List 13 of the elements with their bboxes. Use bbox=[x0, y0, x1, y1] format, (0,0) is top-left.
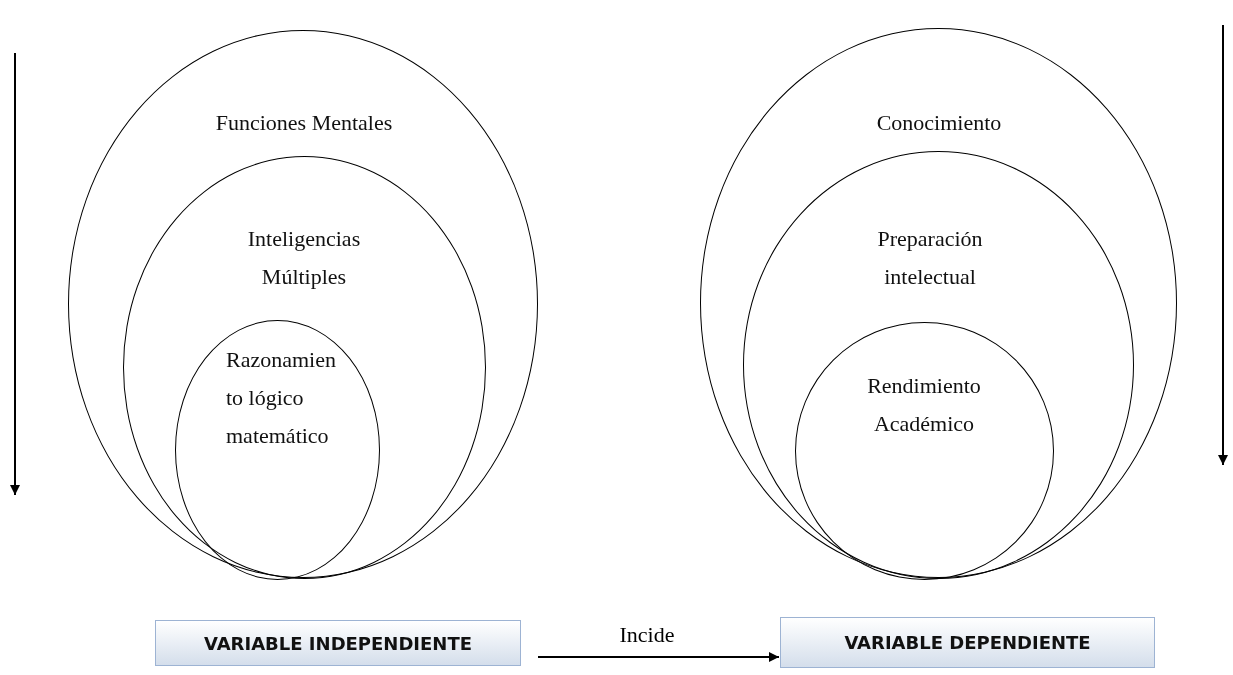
arrow bbox=[537, 652, 780, 662]
ellipse-label: Preparación intelectual bbox=[876, 225, 984, 291]
ellipse-node bbox=[700, 28, 1177, 578]
variable-label: VARIABLE DEPENDIENTE bbox=[843, 631, 1092, 655]
ellipse-label: Rendimiento Académico bbox=[866, 372, 982, 438]
variable-box bbox=[155, 620, 521, 666]
variable-label: VARIABLE INDEPENDIENTE bbox=[203, 631, 473, 656]
ellipse-label: Inteligencias Múltiples bbox=[246, 225, 362, 291]
ellipse-node bbox=[123, 156, 486, 579]
variable-box bbox=[780, 617, 1155, 668]
ellipse-label: Razonamien to lógico matemático bbox=[226, 346, 337, 450]
ellipse-label: Conocimiento bbox=[875, 109, 1003, 137]
ellipse-label: Funciones Mentales bbox=[214, 109, 394, 137]
